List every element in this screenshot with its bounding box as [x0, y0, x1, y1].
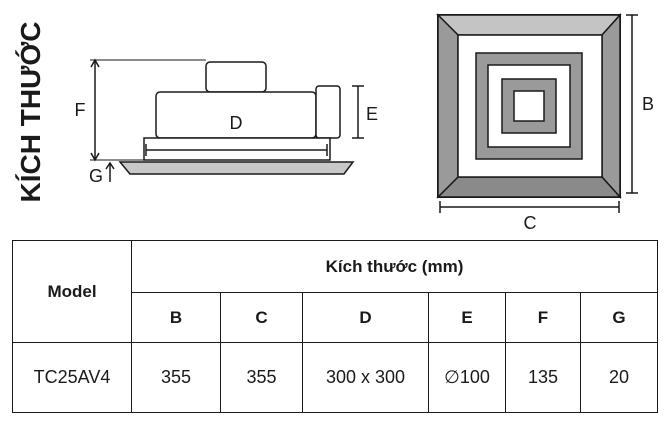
side-view-top-box	[205, 61, 267, 93]
value-cell-d: 300 x 300	[302, 342, 429, 413]
dimension-label-g: G	[89, 166, 103, 186]
dimension-arrow-g	[105, 161, 115, 170]
dimension-label-c: C	[524, 213, 537, 233]
model-cell: TC25AV4	[12, 342, 132, 413]
table-row: TC25AV4 355 355 300 x 300 ∅100 135 20	[12, 342, 658, 413]
model-header: Model	[12, 240, 132, 343]
top-view-frame-left	[437, 13, 459, 199]
top-view-frame-bottom	[436, 176, 622, 198]
value-cell-b: 355	[131, 342, 221, 413]
column-header-d: D	[302, 292, 429, 343]
dimension-label-b: B	[642, 94, 654, 114]
column-header-e: E	[428, 292, 506, 343]
page-title: KÍCH THƯỚC	[15, 22, 46, 203]
page-title-text: KÍCH THƯỚC	[15, 22, 46, 203]
value-cell-e: ∅100	[428, 342, 506, 413]
column-header-g: G	[580, 292, 658, 343]
value-cell-c: 355	[220, 342, 303, 413]
top-view-frame-right	[601, 13, 621, 199]
top-view-center-vent	[513, 90, 545, 122]
value-cell-g: 20	[580, 342, 658, 413]
column-header-c: C	[220, 292, 303, 343]
side-view-connector	[315, 85, 341, 139]
top-view-frame-top	[436, 14, 622, 36]
column-header-f: F	[505, 292, 581, 343]
dimension-group-header: Kích thước (mm)	[131, 240, 658, 293]
side-view-lower-frame	[143, 137, 331, 161]
dimension-label-f: F	[75, 100, 86, 120]
column-header-b: B	[131, 292, 221, 343]
spec-table: Model Kích thước (mm) B C D E F G TC25AV…	[12, 240, 658, 413]
top-view-diagram: B C	[436, 13, 654, 233]
side-view-grille-panel	[118, 161, 355, 175]
side-view-diagram: D F G E	[75, 58, 378, 186]
dimension-label-d: D	[230, 113, 243, 133]
dimension-label-e: E	[366, 104, 378, 124]
value-cell-f: 135	[505, 342, 581, 413]
dimension-arrow-f-top	[90, 58, 100, 68]
